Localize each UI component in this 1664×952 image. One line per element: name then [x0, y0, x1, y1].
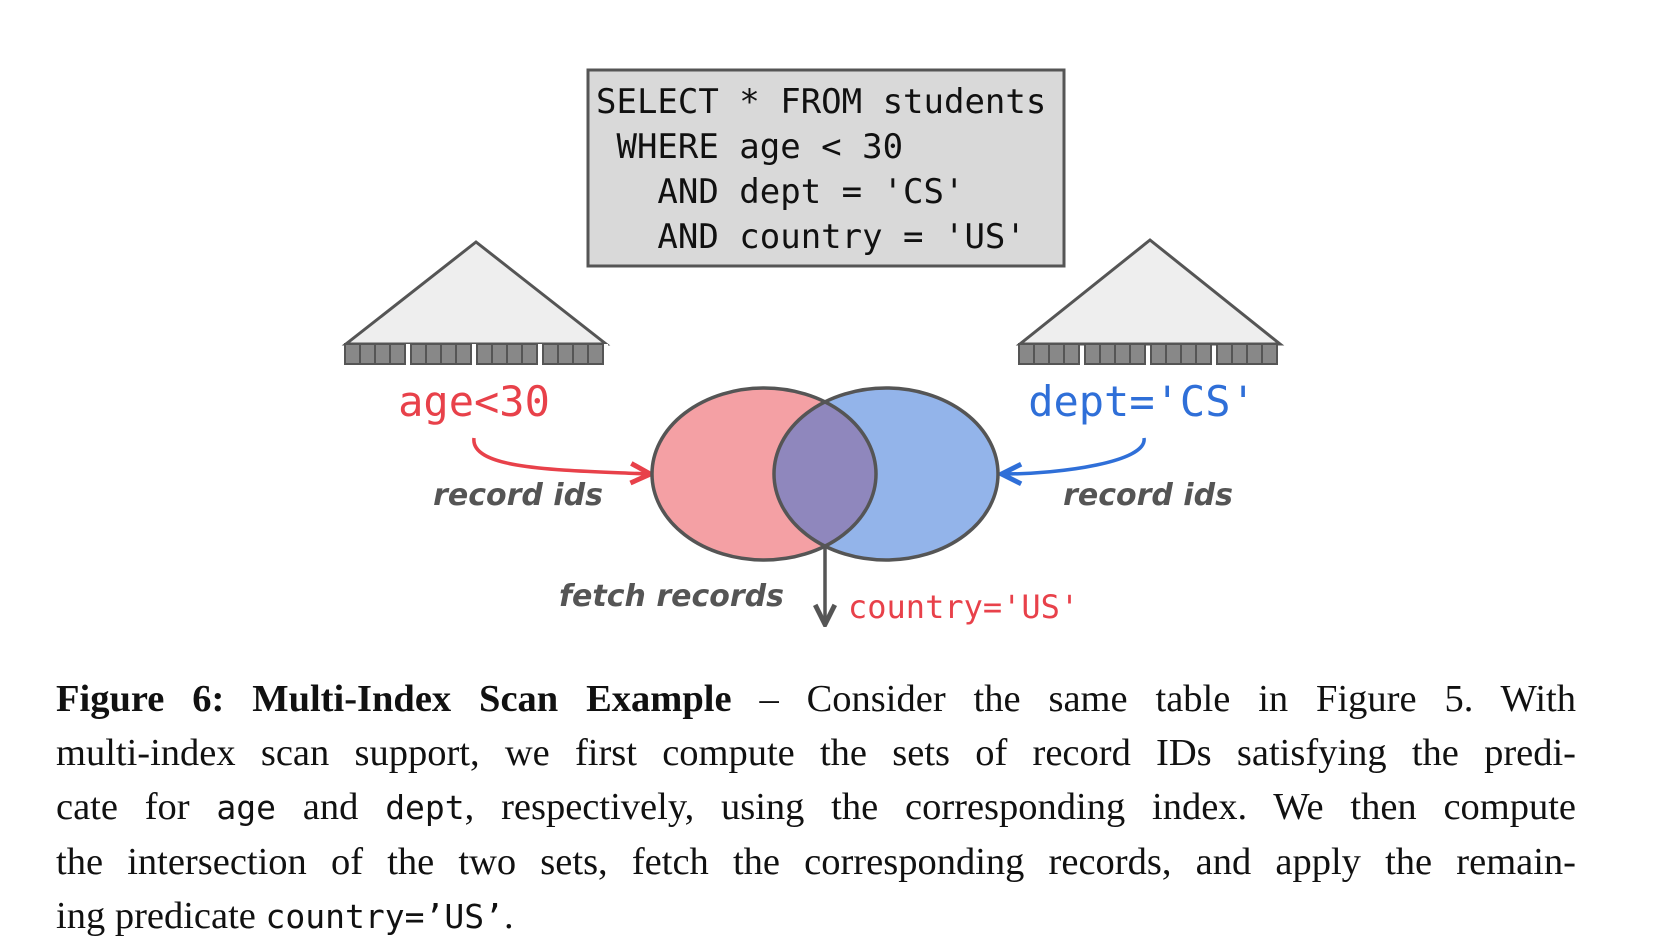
caption-line-5: ing predicate country=’US’. — [56, 895, 514, 937]
right-index-predicate: dept='CS' — [1028, 377, 1256, 426]
left-record-ids-arrow — [472, 437, 648, 474]
sql-query-box: SELECT * FROM students WHERE age < 30 AN… — [586, 68, 1066, 268]
intersection-set — [774, 388, 876, 560]
fetch-records-label: fetch records — [559, 579, 784, 614]
sql-line-1: SELECT * FROM students — [596, 82, 1046, 122]
sql-line-4: AND country = 'US' — [596, 217, 1026, 257]
record-id-venn-diagram — [650, 386, 1000, 562]
figure-label: Figure 6: Multi-Index Scan Example — [56, 678, 732, 720]
multi-index-scan-diagram: SELECT * FROM students WHERE age < 30 AN… — [341, 68, 1285, 650]
code-country-predicate: country=’US’ — [265, 897, 504, 936]
right-index-tree-icon — [1015, 238, 1285, 365]
right-record-ids-arrow — [1004, 437, 1146, 474]
figure-caption: Figure 6: Multi-Index Scan Example – Con… — [56, 672, 1576, 944]
caption-line-4: the intersection of the two sets, fetch … — [56, 841, 1576, 883]
left-record-ids-label: record ids — [433, 478, 603, 513]
caption-line-2: multi-index scan support, we first compu… — [56, 732, 1576, 774]
sql-line-2: WHERE age < 30 — [596, 127, 903, 167]
code-age: age — [216, 788, 277, 827]
sql-line-3: AND dept = 'CS' — [596, 172, 964, 212]
left-index-predicate: age<30 — [398, 377, 550, 426]
right-record-ids-label: record ids — [1063, 478, 1233, 513]
code-dept: dept — [385, 788, 465, 827]
country-filter-predicate: country='US' — [848, 588, 1079, 626]
caption-line-1: Figure 6: Multi-Index Scan Example – Con… — [56, 678, 1577, 720]
caption-line-3: cate for age and dept, respectively, usi… — [56, 786, 1577, 828]
left-index-tree-icon — [341, 240, 611, 366]
